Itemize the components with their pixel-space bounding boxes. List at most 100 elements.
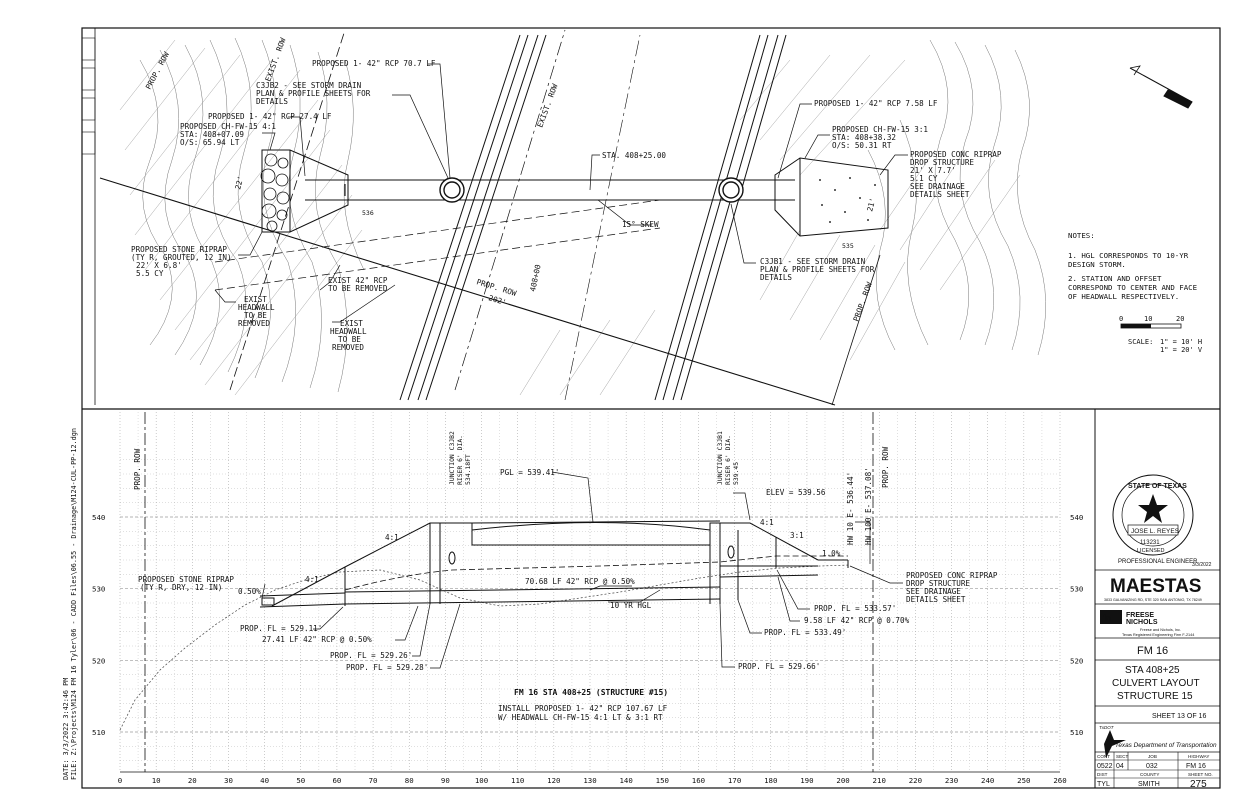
- elevation-tick-label: 540: [92, 513, 105, 522]
- label-exist-hw-b2: HEADWALL: [330, 327, 367, 336]
- station-tick-label: 80: [405, 776, 414, 785]
- label-exist-rcp-2: TO BE REMOVED: [328, 284, 388, 293]
- label-rcp-2741: 27.41 LF 42" RCP @ 0.50%: [262, 635, 372, 644]
- desc-line-1: STA 408+25: [1125, 665, 1180, 676]
- label-prop-rcp-70-7: PROPOSED 1- 42" RCP 70.7 LF: [312, 59, 436, 68]
- label-c3jb1-3: DETAILS: [760, 273, 792, 282]
- profile-leaders: [261, 471, 903, 669]
- label-conc-2: DROP STRUCTURE: [906, 579, 970, 588]
- seal-number: 113231: [1140, 540, 1160, 546]
- station-tick-label: 30: [224, 776, 233, 785]
- label-exist-hw-b4: REMOVED: [332, 343, 364, 352]
- title-info-text: CONT SECT JOB HIGHWAY 0522 04 032 FM 16 …: [1097, 754, 1213, 790]
- label-jb2-1: JUNCTION C3JB2: [448, 431, 456, 485]
- grid-h-sect: SECT: [1116, 754, 1128, 759]
- freese-nichols-logo-icon: fn: [1100, 610, 1122, 624]
- elevation-tick-label: 530: [92, 585, 105, 594]
- station-tick-label: 70: [369, 776, 378, 785]
- seal-state: STATE OF TEXAS: [1128, 483, 1187, 490]
- prop-row-line-right: [831, 254, 881, 406]
- margin-file-path: FILE: Z:\Projects\M124 FM 16 Tyler\06 - …: [70, 428, 78, 780]
- elevation-tick-label: 520: [92, 656, 105, 665]
- station-tick-label: 250: [1017, 776, 1030, 785]
- index-strip-boxes: [81, 37, 96, 155]
- grid-v-cont: 0522: [1097, 763, 1113, 770]
- label-chfw-rt-2: STA: 408+38.32: [832, 133, 896, 142]
- scale-bar: 0 10 20 SCALE: 1" = 10' H 1" = 20' V: [1119, 315, 1203, 354]
- label-jb1-3: 539.45: [732, 462, 740, 485]
- stone-riprap: [260, 153, 290, 232]
- label-jb1-1: JUNCTION C3JB1: [716, 431, 724, 485]
- station-tick-label: 140: [619, 776, 632, 785]
- label-jb2-3: 534.18FT: [464, 454, 472, 485]
- label-exist-hw-a4: REMOVED: [238, 319, 270, 328]
- station-tick-label: 100: [475, 776, 488, 785]
- label-exist-hw-b1: EXIST: [340, 319, 363, 328]
- seal-role: PROFESSIONAL ENGINEER: [1118, 559, 1198, 565]
- scale-tick-10: 10: [1144, 315, 1152, 323]
- station-tick-label: 10: [152, 776, 161, 785]
- station-tick-label: 210: [873, 776, 886, 785]
- desc-line-3: STRUCTURE 15: [1117, 691, 1193, 702]
- label-conc-5: SEE DRAINAGE: [910, 182, 965, 191]
- fn-sub-2: Texas Registered Engineering Firm F-2144: [1122, 633, 1194, 637]
- label-dim-202: 202': [487, 293, 507, 307]
- station-tick-label: 230: [945, 776, 958, 785]
- grid-h-cont: CONT: [1097, 754, 1110, 759]
- station-tick-label: 120: [547, 776, 560, 785]
- station-tick-label: 260: [1053, 776, 1066, 785]
- label-c3jb1-1: C3JB1 - SEE STORM DRAIN: [760, 257, 866, 266]
- label-elev: ELEV = 539.56: [766, 488, 826, 497]
- title-info-grid: [1095, 752, 1220, 788]
- station-tick-label: 50: [296, 776, 305, 785]
- fn-sub-1: Freese and Nichols, Inc.: [1140, 628, 1181, 632]
- route-title: FM 16: [1137, 645, 1168, 657]
- label-stone-4: 5.5 CY: [136, 269, 164, 278]
- label-conc-1: PROPOSED CONC RIPRAP: [910, 150, 1002, 159]
- label-c3jb2-1: C3JB2 - SEE STORM DRAIN: [256, 81, 362, 90]
- label-stone-3: 22' X 6.8': [136, 261, 182, 270]
- notes-block: NOTES: 1. HGL CORRESPONDS TO 10-YR DESIG…: [1068, 231, 1197, 301]
- grid-h-county: COUNTY: [1140, 772, 1159, 777]
- label-prop-rcp-27-4: PROPOSED 1- 42" RCP 27.4 LF: [208, 112, 332, 121]
- label-chfw-lt-3: O/S: 65.94 LT: [180, 138, 240, 147]
- label-jb1-2: RISER 6' DIA.: [724, 435, 732, 485]
- scale-h: 1" = 10' H: [1160, 338, 1202, 346]
- scale-label: SCALE:: [1128, 338, 1153, 346]
- plan-leaders: [214, 63, 908, 323]
- plan-contours: [139, 37, 1047, 393]
- station-tick-label: 190: [800, 776, 813, 785]
- exist-rcp-line-2: [214, 227, 661, 291]
- station-tick-label: 180: [764, 776, 777, 785]
- label-fl-2928: PROP. FL = 529.28': [346, 663, 428, 672]
- label-conc-3: 21' X 7.7': [910, 166, 956, 175]
- label-prow-left: PROP. ROW: [133, 448, 142, 490]
- seal-date: 3/3/2022: [1192, 562, 1212, 568]
- notes-title: NOTES:: [1068, 231, 1095, 240]
- conc-riprap-dots: [819, 177, 876, 223]
- label-chfw-rt-3: O/S: 50.31 RT: [832, 141, 892, 150]
- elevation-tick-label: 510: [1070, 728, 1083, 737]
- roadway-lines-left: [399, 34, 547, 401]
- exist-rcp-line: [214, 199, 661, 263]
- grid-v-sheet: 275: [1190, 779, 1207, 790]
- label-slope-41b: 4:1: [305, 575, 319, 584]
- label-exist-row-2: EXIST. ROW: [535, 82, 559, 128]
- scale-tick-20: 20: [1176, 315, 1184, 323]
- structure-title: FM 16 STA 408+25 (STRUCTURE #15): [514, 688, 668, 697]
- exist-row-line-left: [229, 29, 346, 391]
- firm-maestas-sub: 3833 GALVANIZING RD, STE 320 SAN ANTONIO…: [1104, 598, 1202, 602]
- grid-v-job: 032: [1146, 763, 1158, 770]
- prop-row-diagonal: [99, 177, 836, 406]
- fn-name-1: FREESE: [1126, 612, 1154, 619]
- note-1-line-2: DESIGN STORM.: [1068, 260, 1126, 269]
- station-tick-label: 150: [656, 776, 669, 785]
- station-tick-label: 130: [583, 776, 596, 785]
- label-rcp-958: 9.58 LF 42" RCP @ 0.70%: [804, 616, 910, 625]
- label-stone-2: (TY R, DRY, 12 IN): [140, 583, 222, 592]
- label-dim-21: 21': [865, 197, 877, 213]
- north-arrow-icon: [1129, 65, 1193, 109]
- junction-c3jb2: [439, 177, 465, 203]
- plan-hatch: [119, 39, 1021, 396]
